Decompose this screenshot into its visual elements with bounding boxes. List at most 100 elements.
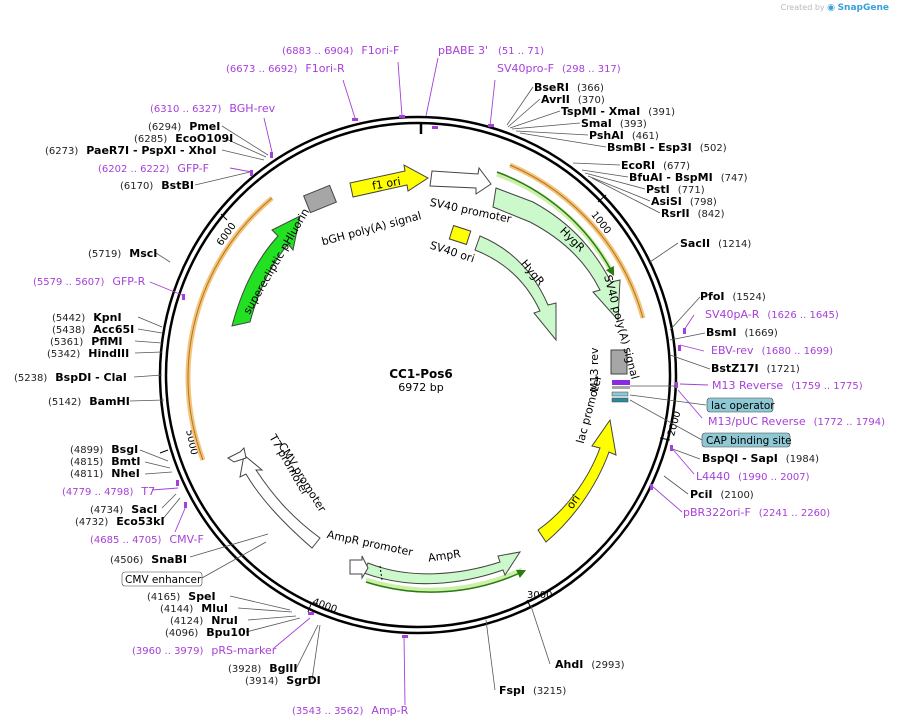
site-label-snabi[interactable]: (4506)SnaBI xyxy=(110,553,187,566)
site-label-bfuai-bspmi[interactable]: BfuAI - BspMI(747) xyxy=(629,171,748,184)
site-label-xhoi[interactable]: (6273)PaeR7I - PspXI - XhoI xyxy=(45,144,216,157)
feature-sv40-ori[interactable]: SV40 ori xyxy=(428,224,476,266)
watermark-prefix: Created by xyxy=(780,3,825,12)
site-label-ecori[interactable]: EcoRI(677) xyxy=(621,159,690,172)
site-label-nhei[interactable]: (4811)NheI xyxy=(70,467,140,480)
site-label-bspqi-sapi[interactable]: BspQI - SapI(1984) xyxy=(702,452,819,465)
watermark-brand: SnapGene xyxy=(837,3,889,13)
site-label-pbr322ori-f[interactable]: pBR322ori-F(2241 .. 2260) xyxy=(683,506,830,519)
lac-operator-mark xyxy=(611,391,629,397)
cap-binding-site-leader xyxy=(629,399,703,441)
backbone-inner-ring xyxy=(164,121,672,629)
cmv-enhancer-label: CMV enhancer xyxy=(125,574,202,586)
site-label-m13-puc-reverse[interactable]: M13/pUC Reverse(1772 .. 1794) xyxy=(708,415,885,428)
site-label-bspdi-clai[interactable]: (5238)BspDI - ClaI xyxy=(14,371,127,384)
site-label-bseri[interactable]: BseRI(366) xyxy=(534,81,604,94)
primer-leader-lines xyxy=(149,57,709,706)
site-label-sv40pa-r[interactable]: SV40pA-R(1626 .. 1645) xyxy=(705,308,839,321)
site-label-f1ori-r[interactable]: (6673 .. 6692)F1ori-R xyxy=(226,62,345,75)
site-label-fspi[interactable]: FspI(3215) xyxy=(499,684,566,697)
site-label-smai[interactable]: SmaI(393) xyxy=(581,117,647,130)
feature-label-f1-ori: f1 ori xyxy=(371,175,402,193)
site-label-tspmi-xmai[interactable]: TspMI - XmaI(391) xyxy=(561,105,675,118)
site-label-sgrdi[interactable]: (3914)SgrDI xyxy=(245,674,321,687)
site-label-eco53ki[interactable]: (4732)Eco53kI xyxy=(75,515,165,528)
site-label-bsgi[interactable]: (4899)BsgI xyxy=(70,443,138,456)
site-label-bstbi[interactable]: (6170)BstBI xyxy=(120,179,194,192)
site-leader-lines xyxy=(129,86,711,691)
site-label-bpu10i[interactable]: (4096)Bpu10I xyxy=(165,626,250,639)
cmv-enhancer-box[interactable] xyxy=(121,571,203,587)
site-label-m13-reverse[interactable]: M13 Reverse(1759 .. 1775) xyxy=(712,379,863,392)
feature-f1-ori[interactable]: f1 ori xyxy=(349,164,429,198)
cap-site-mark xyxy=(611,397,629,403)
site-list-top: pBABE 3' (51 .. 71) SV40pro-F(298 .. 317… xyxy=(438,44,621,75)
site-label-amp-r[interactable]: (3543 .. 3562)Amp-R xyxy=(292,704,409,717)
tick-4000-mark xyxy=(307,603,312,613)
site-label-pbabe3-pos: (51 .. 71) xyxy=(498,46,544,57)
site-label-pshai[interactable]: PshAI(461) xyxy=(589,129,659,142)
feature-ampr[interactable]: AmpR xyxy=(363,547,522,585)
site-label-hindiii[interactable]: (5342)HindIII xyxy=(47,347,129,360)
snapgene-watermark: Created by ◉ SnapGene xyxy=(781,3,889,13)
site-label-bmti[interactable]: (4815)BmtI xyxy=(70,455,140,468)
site-label-ahdi[interactable]: AhdI(2993) xyxy=(555,658,625,671)
feature-label-pHluorin: superecliptic pHluorin xyxy=(241,206,312,317)
tick-3000: 3000 xyxy=(527,590,552,601)
site-label-pmei[interactable]: (6294)PmeI xyxy=(148,120,220,133)
site-label-gfp-r[interactable]: (5579 .. 5607)GFP-R xyxy=(33,275,146,288)
feature-label-ampr-promoter: AmpR promoter xyxy=(326,528,415,559)
tick-1000-mark xyxy=(597,194,607,203)
site-label-mlui[interactable]: (4144)MluI xyxy=(160,602,228,615)
site-label-bgh-rev[interactable]: (6310 .. 6327)BGH-rev xyxy=(150,102,276,115)
site-label-bsmbi-esp3i[interactable]: BsmBI - Esp3I(502) xyxy=(607,141,727,154)
site-label-cmv-f[interactable]: (4685 .. 4705)CMV-F xyxy=(90,533,204,546)
site-label-acc65i[interactable]: (5438)Acc65I xyxy=(52,323,134,336)
plasmid-length: 6972 bp xyxy=(398,381,443,394)
feature-label-t7-promoter: T7 promoter xyxy=(266,431,312,498)
lac-operator-box[interactable] xyxy=(706,397,774,413)
site-label-prs-marker[interactable]: (3960 .. 3979)pRS-marker xyxy=(132,644,277,657)
site-label-bsmi[interactable]: BsmI(1669) xyxy=(706,326,778,339)
feature-label-bgh-polya: bGH poly(A) signal xyxy=(320,209,423,248)
cap-binding-site-label: CAP binding site xyxy=(706,435,792,447)
site-label-t7[interactable]: (4779 .. 4798)T7 xyxy=(62,485,155,498)
plasmid-name: CC1-Pos6 xyxy=(389,367,452,381)
tick-3000-mark xyxy=(526,599,532,609)
tick-6000-mark xyxy=(220,213,228,221)
site-label-bstz17i[interactable]: BstZ17I(1721) xyxy=(711,362,800,375)
site-label-ecoo109i[interactable]: (6285)EcoO109I xyxy=(134,132,233,145)
site-list-bottom: AhdI(2993) FspI(3215) (3543 .. 3562)Amp-… xyxy=(132,590,625,717)
tick-5000-mark xyxy=(159,449,169,454)
feature-hygr-inner[interactable]: HygR xyxy=(474,235,557,342)
feature-m13-rev[interactable]: M13 rev xyxy=(588,347,630,392)
site-label-pcii[interactable]: PciI(2100) xyxy=(690,488,754,501)
site-label-ebv-rev[interactable]: EBV-rev(1680 .. 1699) xyxy=(711,344,833,357)
site-label-rsrii[interactable]: RsrII(842) xyxy=(661,207,725,220)
site-label-pbabe3[interactable]: pBABE 3' xyxy=(438,44,488,57)
lac-operator-label: lac operator xyxy=(711,400,775,412)
feature-ori[interactable]: ori xyxy=(537,418,617,543)
site-label-avrii[interactable]: AvrII(370) xyxy=(541,93,605,106)
site-label-spei[interactable]: (4165)SpeI xyxy=(147,590,216,603)
site-label-kpni[interactable]: (5442)KpnI xyxy=(52,311,122,324)
tick-2000: 2000 xyxy=(666,410,683,437)
site-label-psti[interactable]: PstI(771) xyxy=(646,183,705,196)
site-label-nrui[interactable]: (4124)NruI xyxy=(170,614,238,627)
orf-arc-ampr xyxy=(365,567,524,593)
site-label-pflmi[interactable]: (5361)PflMI xyxy=(50,335,123,348)
site-label-bglii[interactable]: (3928)BglII xyxy=(228,662,297,675)
site-label-asisi[interactable]: AsiSI(798) xyxy=(651,195,717,208)
site-label-msci[interactable]: (5719)MscI xyxy=(88,247,157,260)
site-label-sv40pro-f[interactable]: SV40pro-F(298 .. 317) xyxy=(497,62,621,75)
site-label-l4440[interactable]: L4440(1990 .. 2007) xyxy=(696,470,810,483)
site-label-bamhi[interactable]: (5142)BamHI xyxy=(48,395,130,408)
orf-arc-hygr-edge xyxy=(509,164,644,319)
site-label-pfoi[interactable]: PfoI(1524) xyxy=(700,290,766,303)
site-label-sacii[interactable]: SacII(1214) xyxy=(680,237,751,250)
site-label-f1ori-f[interactable]: (6883 .. 6904)F1ori-F xyxy=(282,44,399,57)
site-label-saci[interactable]: (4734)SacI xyxy=(90,503,157,516)
site-label-gfp-f[interactable]: (6202 .. 6222)GFP-F xyxy=(98,162,209,175)
